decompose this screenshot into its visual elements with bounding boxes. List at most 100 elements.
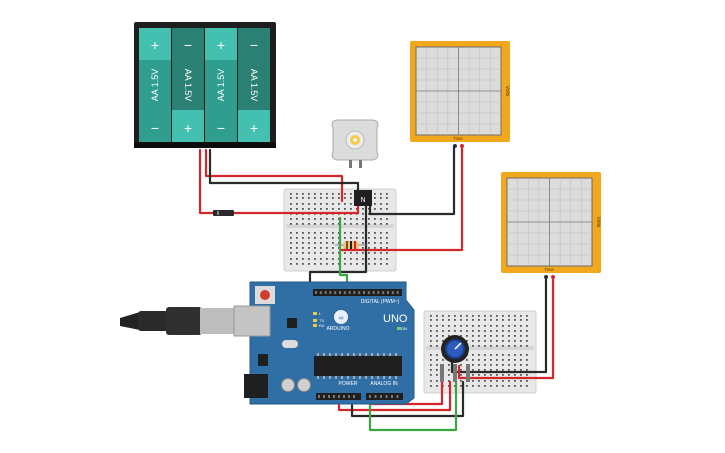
oscilloscope-1[interactable]: Volts Time <box>410 41 510 148</box>
resistor[interactable] <box>335 241 366 249</box>
breadboard-hole <box>368 223 370 225</box>
breadboard-hole <box>386 223 388 225</box>
breadboard-hole <box>386 203 388 205</box>
breadboard-hole <box>514 340 516 342</box>
transistor[interactable]: N <box>354 190 372 206</box>
breadboard-hole <box>478 345 480 347</box>
breadboard-hole <box>308 237 310 239</box>
wire-red[interactable] <box>198 148 215 215</box>
breadboard-hole <box>430 330 432 332</box>
breadboard-hole <box>296 208 298 210</box>
breadboard-hole <box>350 223 352 225</box>
breadboard-hole <box>296 263 298 265</box>
breadboard-hole <box>436 325 438 327</box>
breadboard-hole <box>326 218 328 220</box>
breadboard-hole <box>430 319 432 321</box>
battery-pack[interactable]: + − − + + − − + AA 1.5V AA 1.5V AA 1.5V … <box>134 22 276 148</box>
breadboard-hole <box>508 335 510 337</box>
breadboard-hole <box>380 223 382 225</box>
breadboard-hole <box>302 247 304 249</box>
breadboard-hole <box>490 380 492 382</box>
wire-black[interactable] <box>350 380 465 418</box>
arduino-uno[interactable]: DIGITAL (PWM~) ∞ ARDUINO UNO TX RX L ON … <box>233 281 415 405</box>
breadboard-hole <box>508 345 510 347</box>
oscilloscope-2[interactable]: Volts Time <box>501 172 601 279</box>
wire-red[interactable] <box>204 148 344 203</box>
breadboard-hole <box>496 359 498 361</box>
breadboard-hole <box>290 193 292 195</box>
wire-black[interactable] <box>308 203 368 291</box>
wire-connector <box>213 210 234 216</box>
breadboard-hole <box>490 330 492 332</box>
wire-red[interactable] <box>232 203 360 215</box>
breadboard-hole <box>508 369 510 371</box>
wire-black[interactable] <box>208 148 360 192</box>
breadboard-hole <box>326 247 328 249</box>
dc-motor[interactable] <box>331 119 379 168</box>
wire-black[interactable] <box>368 144 456 216</box>
breadboard-hole <box>374 223 376 225</box>
breadboard-hole <box>338 208 340 210</box>
breadboard-hole <box>526 335 528 337</box>
wire-green[interactable] <box>368 380 458 432</box>
breadboard-hole <box>448 374 450 376</box>
breadboard-hole <box>290 203 292 205</box>
breadboard-hole <box>436 385 438 387</box>
potentiometer[interactable] <box>440 335 470 382</box>
breadboard-hole <box>472 345 474 347</box>
breadboard-hole <box>496 369 498 371</box>
breadboard-hole <box>508 385 510 387</box>
breadboard-hole <box>460 319 462 321</box>
breadboard-hole <box>448 380 450 382</box>
breadboard-hole <box>326 232 328 234</box>
breadboard-hole <box>466 340 468 342</box>
breadboard-hole <box>466 335 468 337</box>
breadboard-hole <box>436 319 438 321</box>
breadboard-hole <box>368 258 370 260</box>
breadboard-hole <box>478 374 480 376</box>
breadboard-hole <box>508 364 510 366</box>
breadboard-hole <box>508 354 510 356</box>
breadboard-hole <box>320 203 322 205</box>
scope-axis-label: Volts <box>595 217 601 228</box>
breadboard-hole <box>496 345 498 347</box>
breadboard-hole <box>508 319 510 321</box>
wire-black[interactable] <box>450 275 548 374</box>
breadboard-hole <box>374 237 376 239</box>
breadboard-hole <box>526 380 528 382</box>
battery-terminal: − <box>250 37 258 53</box>
breadboard-hole <box>520 315 522 317</box>
breadboard-hole <box>502 359 504 361</box>
breadboard-hole <box>478 340 480 342</box>
reset-button[interactable] <box>260 290 270 300</box>
breadboard-hole <box>478 364 480 366</box>
breadboard-hole <box>484 325 486 327</box>
wire-red[interactable] <box>457 275 555 380</box>
breadboard-hole <box>508 340 510 342</box>
breadboard-hole <box>386 208 388 210</box>
breadboard-hole <box>472 340 474 342</box>
breadboard-hole <box>514 354 516 356</box>
breadboard-hole <box>290 252 292 254</box>
breadboard-hole <box>430 325 432 327</box>
breadboard-hole <box>386 263 388 265</box>
breadboard-hole <box>290 263 292 265</box>
breadboard-hole <box>478 330 480 332</box>
breadboard-hole <box>380 252 382 254</box>
breadboard-hole <box>478 325 480 327</box>
breadboard-hole <box>380 258 382 260</box>
breadboard-hole <box>436 345 438 347</box>
breadboard-hole <box>320 258 322 260</box>
breadboard-hole <box>520 354 522 356</box>
breadboard-hole <box>350 232 352 234</box>
breadboard-hole <box>520 335 522 337</box>
breadboard-hole <box>344 252 346 254</box>
breadboard-hole <box>472 325 474 327</box>
breadboard-hole <box>442 319 444 321</box>
wire-red[interactable] <box>338 144 464 252</box>
breadboard-hole <box>514 335 516 337</box>
breadboard-hole <box>290 237 292 239</box>
breadboard-hole <box>478 359 480 361</box>
breadboard-hole <box>484 315 486 317</box>
